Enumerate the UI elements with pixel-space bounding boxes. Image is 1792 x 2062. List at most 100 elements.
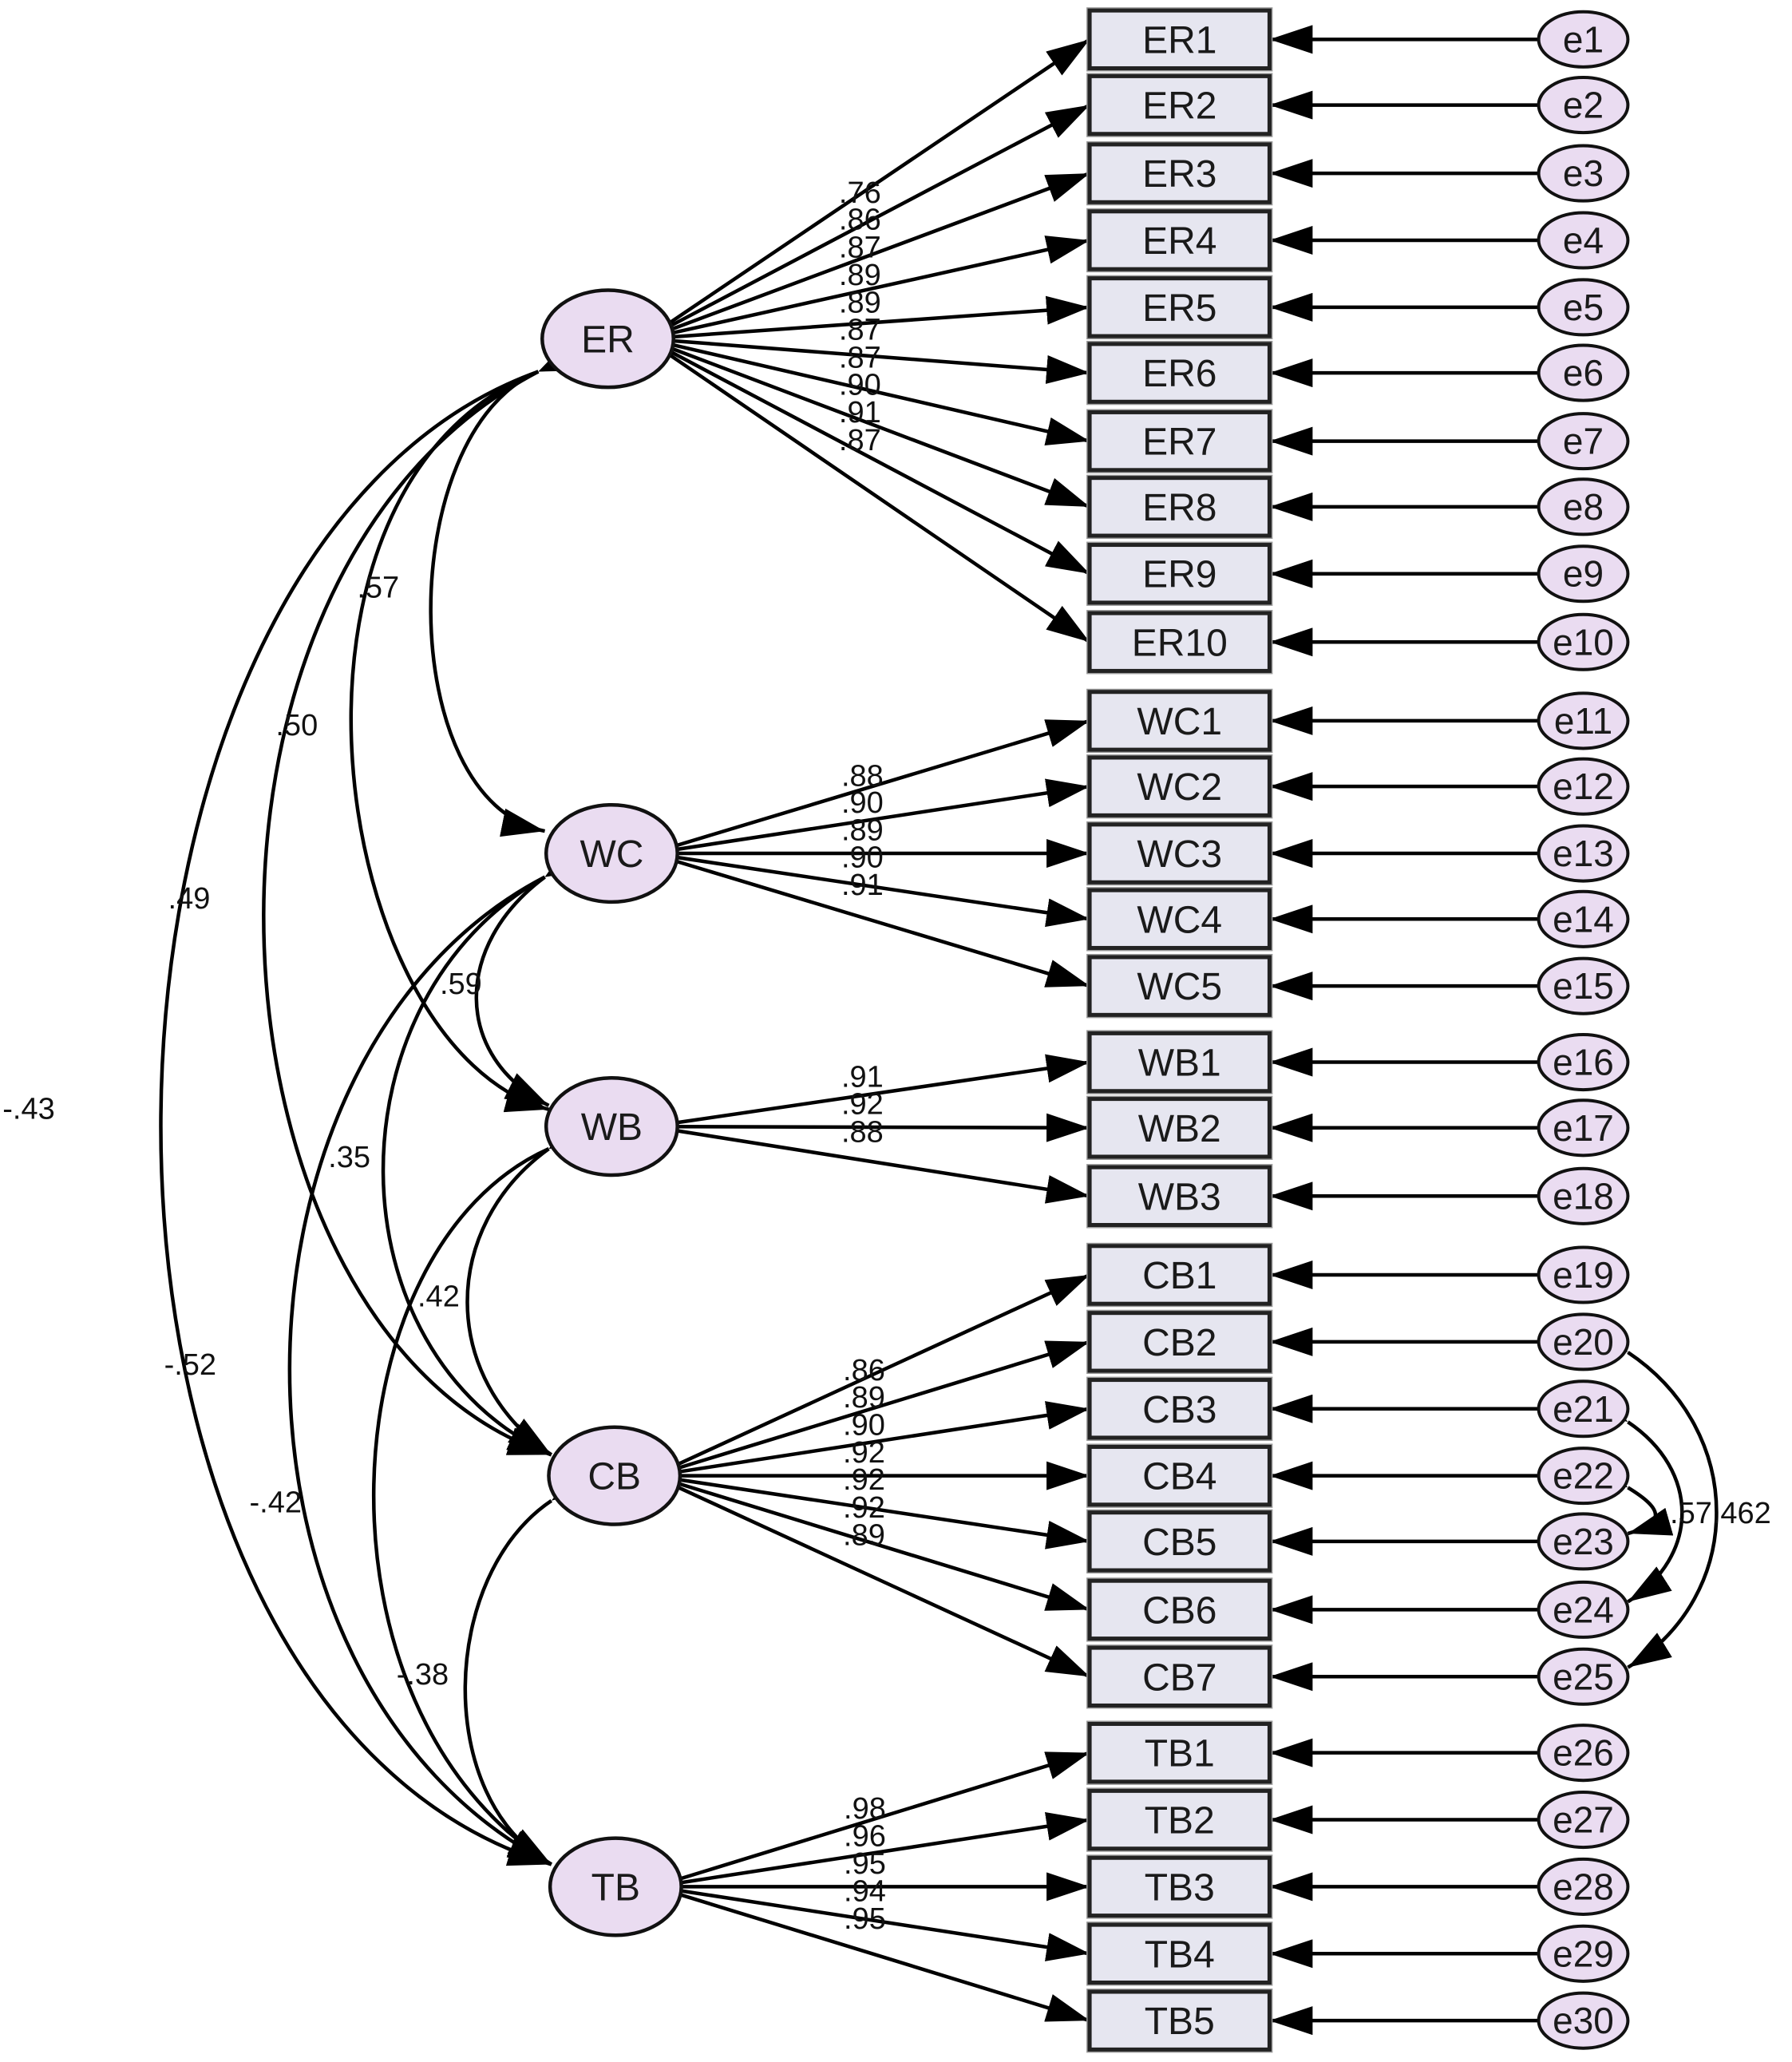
- error-term-ellipse: [1537, 10, 1630, 69]
- error-term-ellipse: [1537, 278, 1630, 337]
- indicator-label: CB3: [1142, 1389, 1216, 1431]
- indicator-label: ER2: [1142, 85, 1216, 128]
- indicator-label: TB2: [1145, 1800, 1215, 1842]
- indicator-label: CB2: [1142, 1322, 1216, 1364]
- error-term-label: e3: [1563, 152, 1604, 194]
- loading-label: .91: [839, 396, 881, 429]
- indicator-box-outline: [1086, 1376, 1273, 1441]
- loading-arrow: [667, 352, 1091, 644]
- correlation-arrow: [381, 843, 590, 1457]
- error-term-label: e21: [1553, 1388, 1614, 1430]
- error-term-ellipse: [1537, 1991, 1630, 2050]
- loading-arrow: [671, 1054, 1090, 1126]
- error-term-ellipse: [1537, 1857, 1630, 1916]
- indicator-box: [1087, 1855, 1272, 1918]
- loading-label: .90: [841, 841, 884, 874]
- indicator-label: CB4: [1142, 1456, 1216, 1498]
- loading-arrow: [675, 1888, 1090, 1961]
- indicator-box-outline: [1086, 1988, 1273, 2053]
- error-term-label: e7: [1563, 421, 1604, 462]
- loading-arrow: [667, 338, 1090, 384]
- latent-ellipse: [547, 1425, 682, 1526]
- indicator-box: [1087, 1721, 1272, 1784]
- error-term-ellipse: [1537, 343, 1630, 402]
- indicator-box: [1087, 1788, 1272, 1851]
- indicator-label: TB5: [1145, 2001, 1215, 2043]
- error-term-label: e1: [1563, 18, 1604, 60]
- error-term-label: e23: [1553, 1521, 1614, 1562]
- correlation-arrow: [463, 1464, 595, 1866]
- indicator-box: [1087, 1578, 1272, 1641]
- indicator-box: [1087, 1311, 1272, 1373]
- indicator-label: ER1: [1142, 19, 1216, 61]
- loading-label: .95: [844, 1902, 886, 1936]
- loading-label: .89: [839, 287, 881, 320]
- latent-label: WC: [580, 833, 643, 876]
- latent-ellipse: [544, 1076, 679, 1177]
- error-term-ellipse: [1537, 1580, 1630, 1639]
- loading-arrow: [671, 718, 1090, 849]
- error-term-ellipse: [1537, 477, 1630, 536]
- indicator-label: WB2: [1138, 1108, 1221, 1150]
- loading-label: .89: [843, 1381, 885, 1415]
- correlation-label: .42: [417, 1280, 460, 1313]
- error-term-label: e19: [1553, 1254, 1614, 1296]
- indicator-label: WC5: [1137, 966, 1222, 1008]
- loading-label: .90: [841, 786, 884, 820]
- indicator-box-outline: [1086, 541, 1273, 606]
- loading-label: .87: [839, 424, 881, 457]
- error-term-label: e18: [1553, 1175, 1614, 1217]
- indicator-box-outline: [1086, 688, 1273, 754]
- indicator-box-outline: [1086, 409, 1273, 473]
- indicator-box: [1087, 209, 1272, 271]
- indicator-label: WB1: [1138, 1043, 1221, 1085]
- loading-arrow: [667, 295, 1090, 339]
- error-term-label: e10: [1553, 621, 1614, 663]
- loading-label: .88: [841, 1116, 884, 1150]
- error-term-ellipse: [1537, 889, 1630, 948]
- loading-arrow: [671, 1128, 1090, 1204]
- error-term-ellipse: [1537, 1098, 1630, 1158]
- error-term-ellipse: [1537, 824, 1630, 883]
- indicator-box: [1087, 142, 1272, 204]
- loading-label: .76: [839, 176, 881, 210]
- indicator-box: [1087, 1097, 1272, 1159]
- error-term-ellipse: [1537, 1033, 1630, 1092]
- error-term-label: e14: [1553, 898, 1614, 940]
- loading-label: .94: [844, 1874, 886, 1908]
- loading-label: .87: [839, 313, 881, 346]
- error-term-label: e30: [1553, 2000, 1614, 2041]
- correlation-label: -.42: [249, 1486, 301, 1520]
- indicator-box: [1087, 1989, 1272, 2052]
- loading-label: .87: [839, 232, 881, 265]
- error-term-ellipse: [1537, 1512, 1630, 1571]
- indicator-box-outline: [1086, 275, 1273, 340]
- indicator-box: [1087, 342, 1272, 404]
- error-term-label: e16: [1553, 1042, 1614, 1083]
- latent-label: CB: [587, 1456, 641, 1498]
- indicator-box-outline: [1086, 73, 1273, 137]
- error-term-label: e22: [1553, 1455, 1614, 1497]
- indicator-box: [1087, 410, 1272, 473]
- indicator-label: ER7: [1142, 422, 1216, 464]
- loading-label: .89: [841, 814, 884, 848]
- loading-label: .90: [843, 1409, 885, 1443]
- indicator-box-outline: [1086, 754, 1273, 819]
- indicator-box: [1087, 276, 1272, 338]
- indicator-box-outline: [1086, 141, 1273, 206]
- loading-arrow: [671, 778, 1090, 853]
- loading-arrow: [672, 1113, 1090, 1142]
- error-term-label: e8: [1563, 486, 1604, 528]
- indicator-label: ER3: [1142, 153, 1216, 196]
- error-term-ellipse: [1537, 956, 1630, 1015]
- indicator-box-outline: [1086, 887, 1273, 952]
- loading-label: .92: [843, 1463, 885, 1497]
- error-term-label: e20: [1553, 1321, 1614, 1363]
- loading-arrow: [674, 1401, 1090, 1474]
- correlation-label: .50: [275, 709, 318, 742]
- loading-label: .96: [844, 1819, 886, 1853]
- correlation-arrow: [372, 1118, 595, 1866]
- loading-arrow: [671, 858, 1090, 988]
- correlation-label: .49: [168, 882, 211, 916]
